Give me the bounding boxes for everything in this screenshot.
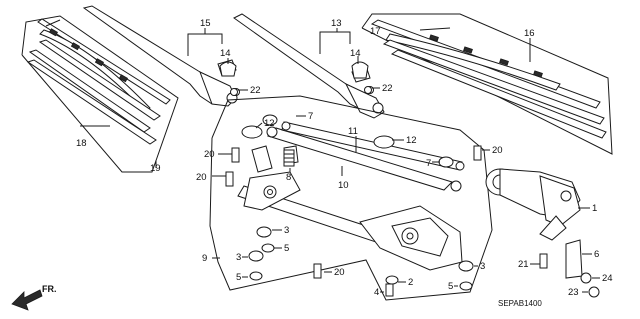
callout-3-a: 3 [284, 225, 289, 236]
linkage-outline [209, 95, 493, 301]
right-blade-assembly [361, 13, 613, 155]
callout-7-right: 7 [426, 158, 431, 169]
callout-17: 17 [370, 26, 381, 37]
small-parts [219, 61, 600, 298]
callout-4: 4 [374, 287, 379, 298]
left-wiper-arm [82, 5, 240, 107]
linkage-rods [266, 121, 465, 192]
callout-10: 10 [338, 180, 349, 191]
wiper-motor [485, 168, 581, 241]
callout-13: 13 [331, 18, 342, 29]
callout-7-top: 7 [308, 111, 313, 122]
callout-20-b: 20 [196, 172, 207, 183]
callout-21: 21 [518, 259, 529, 270]
callout-23: 23 [568, 287, 579, 298]
callout-12-right: 12 [406, 135, 417, 146]
callout-20-d: 20 [334, 267, 345, 278]
callout-3-c: 3 [480, 261, 485, 272]
wiper-link-frame [237, 145, 463, 271]
callout-5-c: 5 [448, 281, 453, 292]
callout-5-b: 5 [236, 272, 241, 283]
left-blade-assembly [21, 15, 179, 173]
callout-1: 1 [592, 203, 597, 214]
callout-5-a: 5 [284, 243, 289, 254]
callout-15: 15 [200, 18, 211, 29]
callout-9: 9 [202, 253, 207, 264]
callout-labels: 15 13 16 17 14 14 22 22 7 7 12 12 11 18 … [76, 18, 613, 298]
direction-label: FR. [42, 284, 57, 294]
callout-24: 24 [602, 273, 613, 284]
callout-11: 11 [348, 126, 358, 137]
callout-20-c: 20 [492, 145, 503, 156]
callout-22-right: 22 [382, 83, 393, 94]
callout-2: 2 [408, 277, 413, 288]
front-direction-arrow [11, 289, 43, 311]
callout-20-a: 20 [204, 149, 215, 160]
callout-16: 16 [524, 28, 535, 39]
callout-14-left: 14 [220, 48, 231, 59]
callout-6: 6 [594, 249, 599, 260]
callout-19: 19 [150, 163, 161, 174]
callout-12-left: 12 [264, 118, 275, 129]
leader-lines [80, 28, 600, 293]
diagram-code: SEPAB1400 [498, 299, 542, 308]
callout-3-b: 3 [236, 252, 241, 263]
callout-8: 8 [286, 172, 291, 183]
callout-18: 18 [76, 138, 87, 149]
callout-22-left: 22 [250, 85, 261, 96]
callout-14-right: 14 [350, 48, 361, 59]
